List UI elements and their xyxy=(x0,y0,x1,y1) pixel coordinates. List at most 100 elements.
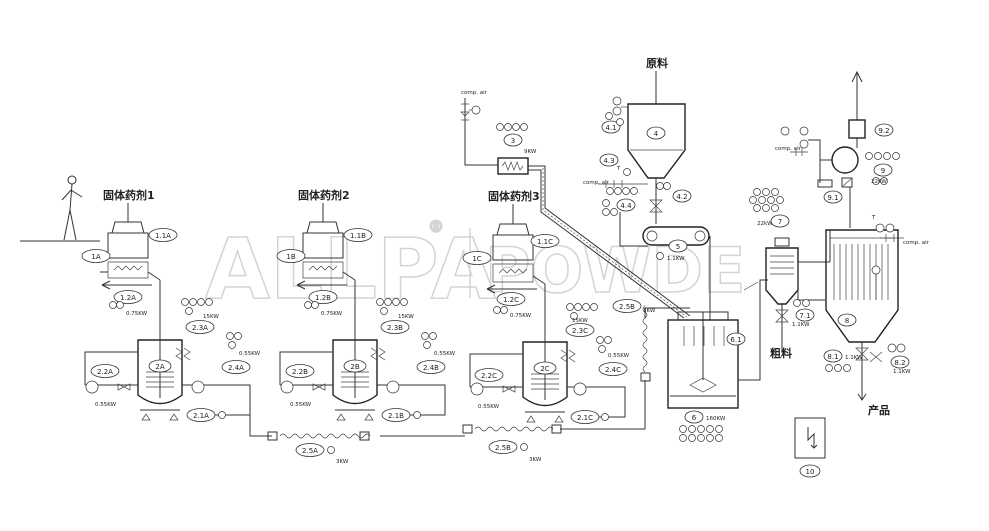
station-a-tank-tag: 2A xyxy=(155,363,164,371)
station-a-title: 固体药剂1 xyxy=(103,188,155,202)
transfer-b-power: 3KW xyxy=(529,457,542,463)
operator-figure xyxy=(20,176,100,241)
station-c-screw-tag: 1.2C xyxy=(503,296,519,304)
classifier: 22kW 7 7.1 1.1KW 粗料 xyxy=(750,189,831,361)
station-a-agitator-power: 0.55KW xyxy=(239,351,261,357)
fan-air-legend: comp. air xyxy=(775,146,802,152)
station-b-pump-power: 0.55KW xyxy=(290,402,312,408)
station-c-hopper-tag: 1C xyxy=(472,255,481,263)
station-b-mixer-power: 15KW xyxy=(398,314,414,320)
station-c-screw-power: 0.75KW xyxy=(510,313,532,319)
station-a-screw-gauge-icon xyxy=(117,302,124,309)
fan-duct-tag: 9.1 xyxy=(827,194,838,202)
silo-tag: 4 xyxy=(654,130,659,138)
control-panel-tag: 10 xyxy=(806,468,815,476)
collector-valve-power: 1.1KW xyxy=(893,369,911,375)
station-a-screw-power: 0.75KW xyxy=(126,311,148,317)
station-b-screw-gauge-icon xyxy=(312,302,319,309)
station-c-screw-motor-icon xyxy=(494,307,501,314)
heater-tag: 3 xyxy=(511,137,515,145)
fan-blower-icon xyxy=(832,147,858,173)
conveyor-power: 1.1KW xyxy=(667,256,685,262)
station-a-hopper xyxy=(100,203,160,280)
transfer-a-tag: 2.5A xyxy=(302,447,318,455)
station-b-tank xyxy=(333,330,385,420)
classifier-valve-power: 1.1KW xyxy=(792,322,810,328)
station-b-mixer-tag: 2.3B xyxy=(387,324,403,332)
classifier-coarse-label: 粗料 xyxy=(770,346,792,360)
station-c-outlet-motor-icon xyxy=(602,414,609,421)
fan-stack xyxy=(849,120,865,138)
station-c-screw-gauge-icon xyxy=(501,307,508,314)
station-a-agitator-instruments xyxy=(227,333,242,349)
station-b-outlet-motor-icon xyxy=(414,412,421,419)
fan-stack-tag: 9.2 xyxy=(878,127,889,135)
heater-box xyxy=(498,158,528,174)
heater: comp. air 3 9KW xyxy=(461,90,537,174)
station-c-pump-power: 0.55KW xyxy=(478,404,500,410)
silo-air-legend: comp. air xyxy=(583,180,610,186)
transfer-b-tag: 2.5B xyxy=(495,444,511,452)
station-c-pump-icon xyxy=(471,383,483,395)
collector-valve-tag: 8.2 xyxy=(894,359,905,367)
station-b-agitator-instruments xyxy=(422,333,437,349)
station-b-feeder-tag: 1.1B xyxy=(350,232,366,240)
fan-instruments xyxy=(866,153,900,160)
station-a-outlet-motor-icon xyxy=(219,412,226,419)
conveyor-motor-icon xyxy=(657,253,664,260)
silo-label: 原料 xyxy=(646,56,668,70)
silo-tag-41: 4.1 xyxy=(605,124,616,132)
transfer-a-power: 3KW xyxy=(336,459,349,465)
station-b-outlet-pump-icon xyxy=(387,381,399,393)
collector-dp-icon xyxy=(872,266,880,274)
conveyor-tag: 5 xyxy=(676,243,680,251)
station-b-tank-tag: 2B xyxy=(350,363,359,371)
transfer-b-motor-icon xyxy=(521,444,528,451)
station-b-screw-power: 0.75KW xyxy=(321,311,343,317)
station-a-pump-tag: 2.2A xyxy=(97,368,113,376)
station-c-outlet-pump-icon xyxy=(574,383,586,395)
station-b-pump-icon xyxy=(281,381,293,393)
station-a-tank xyxy=(138,330,190,420)
station-a-mixer-tag: 2.3A xyxy=(192,324,208,332)
station-b-agitator-tag: 2.4B xyxy=(423,364,439,372)
transfer-c-tag: 2.5B xyxy=(619,303,635,311)
station-c-mixer-tag: 2.3C xyxy=(572,327,588,335)
collector-out-tag: 8.1 xyxy=(827,353,838,361)
station-b-agitator-power: 0.55KW xyxy=(434,351,456,357)
fan: 9.2 9 22KW 9.1 comp. air xyxy=(775,72,900,228)
transfer-c-power: 3KW xyxy=(643,308,656,314)
collector-air-legend: comp. air xyxy=(903,240,930,246)
station-a-pump-icon xyxy=(86,381,98,393)
station-b-screw-motor-icon xyxy=(305,302,312,309)
collector: 8 T comp. air 8.1 1.1KW 8.2 1.1KW 产品 xyxy=(824,215,930,417)
silo-temp-label: T xyxy=(616,166,621,172)
station-a-hopper-tag: 1A xyxy=(91,253,100,261)
classifier-instruments xyxy=(750,189,784,212)
fan-power: 22KW xyxy=(871,179,887,185)
collector-body xyxy=(826,230,898,342)
station-a-outlet-tag: 2.1A xyxy=(193,412,209,420)
collector-tag: 8 xyxy=(845,317,849,325)
station-c-tank xyxy=(523,332,575,422)
station-a-agitator-tag: 2.4A xyxy=(228,364,244,372)
reactor-tag: 6 xyxy=(692,414,697,422)
station-c-mixer-power: 15KW xyxy=(572,318,588,324)
station-a-feeder-tag: 1.1A xyxy=(155,232,171,240)
transfer-a-motor-icon xyxy=(328,447,335,454)
heater-air-legend: comp. air xyxy=(461,90,488,96)
classifier-tag: 7 xyxy=(778,218,782,226)
station-b-screw-tag: 1.2B xyxy=(315,294,331,302)
station-c-tank-tag: 2C xyxy=(540,365,549,373)
station-a-screw-motor-icon xyxy=(110,302,117,309)
classifier-valve-tag: 7.1 xyxy=(799,312,810,320)
station-a-screw-arrow xyxy=(102,281,152,289)
reactor-side-tag: 6.1 xyxy=(730,336,741,344)
silo-tag-42: 4.2 xyxy=(676,193,687,201)
station-c-pump-tag: 2.2C xyxy=(481,372,497,380)
control-panel: 10 xyxy=(795,418,825,477)
station-b-hopper-tag: 1B xyxy=(286,253,295,261)
station-c-agitator-tag: 2.4C xyxy=(605,366,621,374)
